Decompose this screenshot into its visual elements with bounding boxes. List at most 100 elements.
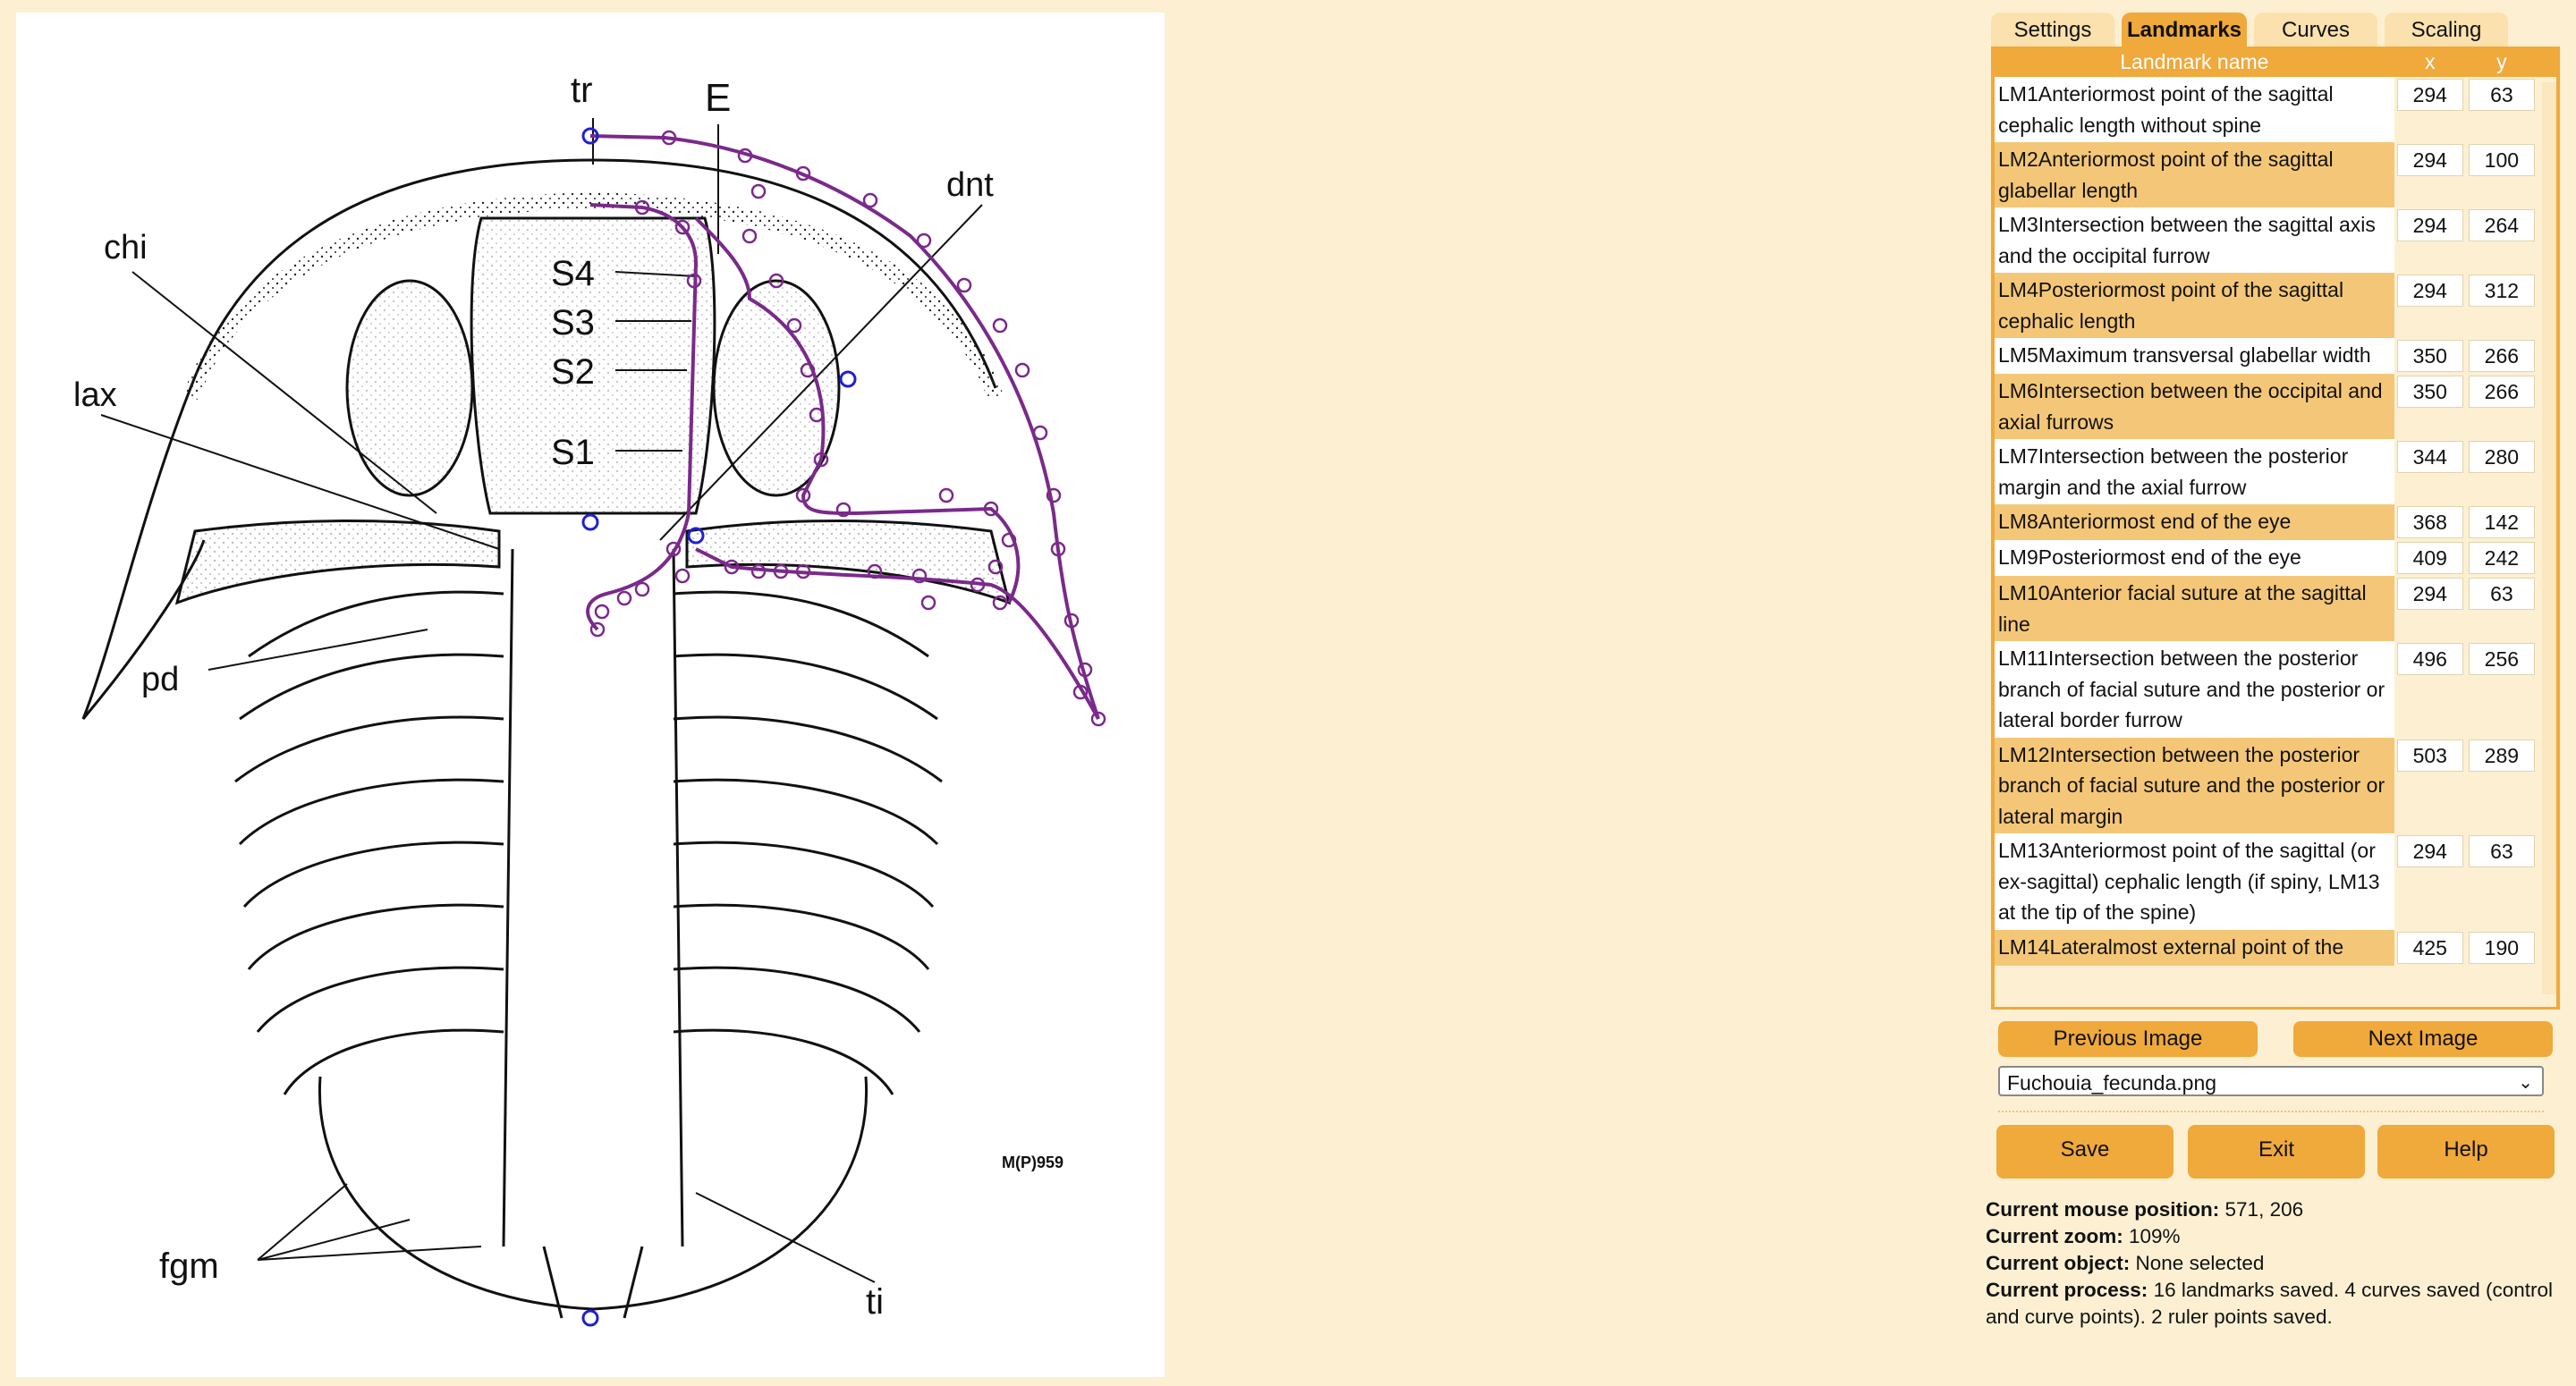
landmark-x-input[interactable]: 344 [2396, 441, 2463, 473]
landmark-y-cell[interactable]: 63 [2465, 576, 2538, 641]
landmark-x-cell[interactable]: 294 [2394, 142, 2466, 207]
previous-image-button[interactable]: Previous Image [1998, 1021, 2258, 1057]
save-button[interactable]: Save [1996, 1125, 2174, 1179]
landmark-y-cell[interactable]: 280 [2465, 439, 2538, 504]
landmark-y-input[interactable]: 63 [2468, 578, 2535, 610]
landmark-y-input[interactable]: 100 [2468, 144, 2535, 176]
table-row[interactable]: LM11Intersection between the posterior b… [1995, 641, 2556, 738]
tab-scaling[interactable]: Scaling [2385, 13, 2508, 46]
landmark-y-input[interactable]: 63 [2468, 79, 2535, 111]
landmark-y-cell[interactable]: 63 [2465, 833, 2538, 930]
landmark-name-cell: LM14Lateralmost external point of the [1995, 929, 2394, 966]
landmark-y-input[interactable]: 266 [2468, 340, 2535, 372]
column-header-name: Landmark name [1995, 46, 2394, 77]
status-mouse-position: Current mouse position: 571, 206 [1986, 1198, 2304, 1221]
landmark-x-input[interactable]: 294 [2396, 578, 2463, 610]
landmark-name-cell: LM3Intersection between the sagittal axi… [1995, 207, 2394, 273]
landmark-y-input[interactable]: 312 [2468, 275, 2535, 307]
landmark-y-input[interactable]: 256 [2468, 643, 2535, 675]
landmark-x-cell[interactable]: 368 [2394, 504, 2466, 540]
landmark-y-cell[interactable]: 142 [2465, 504, 2538, 540]
landmark-x-input[interactable]: 294 [2396, 209, 2463, 241]
landmark-marker [687, 527, 705, 545]
landmark-table: Landmark name x y LM1Anteriormost point … [1995, 46, 2556, 966]
table-row[interactable]: LM2Anteriormost point of the sagittal gl… [1995, 142, 2556, 207]
landmark-x-cell[interactable]: 409 [2394, 540, 2466, 576]
landmark-x-input[interactable]: 294 [2396, 275, 2463, 307]
tab-landmarks[interactable]: Landmarks [2122, 13, 2247, 46]
landmark-y-input[interactable]: 63 [2468, 835, 2535, 867]
table-row[interactable]: LM12Intersection between the posterior b… [1995, 737, 2556, 833]
landmark-x-cell[interactable]: 503 [2394, 737, 2466, 833]
image-file-select[interactable]: Fuchouia_fecunda.png ⌄ [1998, 1066, 2544, 1096]
landmark-x-input[interactable]: 294 [2396, 835, 2463, 867]
landmark-y-input[interactable]: 142 [2468, 506, 2535, 538]
landmark-y-input[interactable]: 190 [2468, 931, 2535, 964]
exit-button[interactable]: Exit [2188, 1125, 2365, 1179]
table-scrollbar[interactable] [2542, 82, 2556, 994]
landmark-y-cell[interactable]: 63 [2465, 77, 2538, 142]
landmark-x-input[interactable]: 350 [2396, 340, 2463, 372]
landmark-y-cell[interactable]: 242 [2465, 540, 2538, 576]
label-S4: S4 [551, 254, 595, 293]
column-header-y: y [2465, 46, 2538, 77]
landmark-x-cell[interactable]: 294 [2394, 576, 2466, 641]
landmark-y-input[interactable]: 289 [2468, 739, 2535, 772]
table-row[interactable]: LM3Intersection between the sagittal axi… [1995, 207, 2556, 273]
landmark-y-input[interactable]: 280 [2468, 441, 2535, 473]
table-row[interactable]: LM13Anteriormost point of the sagittal (… [1995, 833, 2556, 930]
landmark-x-input[interactable]: 294 [2396, 79, 2463, 111]
landmark-x-input[interactable]: 425 [2396, 931, 2463, 964]
curve-cephalic-margin [589, 134, 1100, 720]
landmark-x-cell[interactable]: 344 [2394, 439, 2466, 504]
landmark-x-cell[interactable]: 294 [2394, 833, 2466, 930]
landmark-x-cell[interactable]: 294 [2394, 207, 2466, 273]
tab-settings[interactable]: Settings [1991, 13, 2114, 46]
landmark-y-cell[interactable]: 289 [2465, 737, 2538, 833]
divider [1998, 1111, 2544, 1112]
landmark-marker [581, 513, 599, 531]
landmark-x-cell[interactable]: 496 [2394, 641, 2466, 738]
landmark-y-input[interactable]: 266 [2468, 376, 2535, 408]
chevron-down-icon: ⌄ [2518, 1073, 2533, 1093]
landmark-x-cell[interactable]: 294 [2394, 77, 2466, 142]
landmark-x-cell[interactable]: 425 [2394, 929, 2466, 966]
landmark-x-input[interactable]: 503 [2396, 739, 2463, 772]
help-button[interactable]: Help [2377, 1125, 2555, 1179]
landmark-x-input[interactable]: 496 [2396, 643, 2463, 675]
landmark-x-input[interactable]: 368 [2396, 506, 2463, 538]
label-pd: pd [141, 661, 179, 698]
landmark-table-container[interactable]: Landmark name x y LM1Anteriormost point … [1991, 46, 2560, 1010]
landmark-name-cell: LM7Intersection between the posterior ma… [1995, 439, 2394, 504]
landmark-x-cell[interactable]: 294 [2394, 273, 2466, 338]
landmark-y-cell[interactable]: 190 [2465, 929, 2538, 966]
landmark-y-cell[interactable]: 266 [2465, 338, 2538, 374]
image-canvas[interactable]: tr E dnt chi lax S4 S3 S2 S1 pd fgm ti M… [16, 13, 1165, 1377]
landmark-x-input[interactable]: 409 [2396, 542, 2463, 574]
landmark-x-input[interactable]: 294 [2396, 144, 2463, 176]
table-row[interactable]: LM4Posteriormost point of the sagittal c… [1995, 273, 2556, 338]
trilobite-figure: tr E dnt chi lax S4 S3 S2 S1 pd fgm ti M… [73, 71, 1106, 1327]
landmark-x-input[interactable]: 350 [2396, 376, 2463, 408]
table-row[interactable]: LM7Intersection between the posterior ma… [1995, 439, 2556, 504]
landmark-y-cell[interactable]: 266 [2465, 374, 2538, 439]
landmark-y-input[interactable]: 242 [2468, 542, 2535, 574]
next-image-button[interactable]: Next Image [2293, 1021, 2553, 1057]
landmark-y-cell[interactable]: 312 [2465, 273, 2538, 338]
landmark-y-cell[interactable]: 256 [2465, 641, 2538, 738]
tab-curves[interactable]: Curves [2254, 13, 2377, 46]
curve-points [589, 130, 1106, 727]
landmark-x-cell[interactable]: 350 [2394, 374, 2466, 439]
label-S3: S3 [551, 303, 595, 342]
landmark-y-input[interactable]: 264 [2468, 209, 2535, 241]
landmark-y-cell[interactable]: 264 [2465, 207, 2538, 273]
table-row[interactable]: LM1Anteriormost point of the sagittal ce… [1995, 77, 2556, 142]
landmark-y-cell[interactable]: 100 [2465, 142, 2538, 207]
table-row[interactable]: LM10Anterior facial suture at the sagitt… [1995, 576, 2556, 641]
table-row[interactable]: LM6Intersection between the occipital an… [1995, 374, 2556, 439]
landmark-x-cell[interactable]: 350 [2394, 338, 2466, 374]
